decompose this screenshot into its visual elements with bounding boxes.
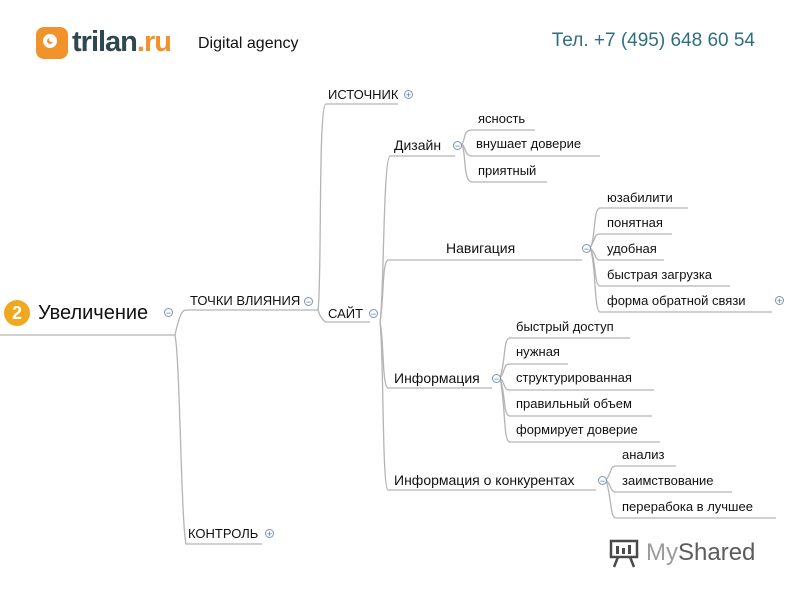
- expand-toggle-icon[interactable]: +: [404, 90, 413, 100]
- leaf-information[interactable]: правильный объем: [516, 396, 632, 411]
- node-design[interactable]: Дизайн: [394, 137, 442, 153]
- node-site[interactable]: САЙТ: [328, 306, 364, 321]
- logo-text: trilan.ru: [72, 26, 172, 59]
- leaf-navigation[interactable]: удобная: [607, 241, 657, 256]
- collapse-toggle-icon[interactable]: −: [304, 297, 313, 307]
- root-node[interactable]: Увеличение: [38, 302, 149, 324]
- collapse-toggle-icon[interactable]: −: [369, 309, 378, 319]
- collapse-toggle-icon[interactable]: −: [453, 141, 462, 151]
- leaf-navigation[interactable]: форма обратной связи: [607, 293, 746, 308]
- leaf-navigation[interactable]: быстрая загрузка: [607, 267, 713, 282]
- phone-number: Тел. +7 (495) 648 60 54: [551, 30, 755, 51]
- trilan-logo-icon: [36, 26, 68, 59]
- leaf-information[interactable]: нужная: [516, 344, 560, 359]
- leaf-information[interactable]: быстрый доступ: [516, 319, 614, 334]
- logo-name: trilan: [72, 26, 138, 58]
- presentation-board-icon: [609, 539, 639, 568]
- step-number-badge: 2: [4, 300, 30, 326]
- myshared-part2: Shared: [678, 539, 756, 566]
- leaf-navigation[interactable]: понятная: [607, 215, 663, 230]
- leaf-design[interactable]: внушает доверие: [476, 136, 582, 151]
- collapse-toggle-icon[interactable]: −: [598, 476, 607, 486]
- expand-toggle-icon[interactable]: +: [265, 529, 274, 539]
- node-touch-points[interactable]: ТОЧКИ ВЛИЯНИЯ: [190, 293, 301, 308]
- leaf-information[interactable]: формирует доверие: [516, 422, 638, 437]
- leaf-navigation[interactable]: юзабилити: [607, 190, 673, 205]
- collapse-toggle-icon[interactable]: −: [582, 244, 591, 254]
- myshared-part1: My: [646, 539, 678, 566]
- myshared-text: MyShared: [646, 539, 755, 567]
- node-information[interactable]: Информация: [394, 370, 480, 386]
- collapse-toggle-icon[interactable]: −: [492, 374, 501, 384]
- node-competitors[interactable]: Информация о конкурентах: [394, 472, 575, 488]
- leaf-competitors[interactable]: анализ: [622, 447, 665, 462]
- tagline: Digital agency: [198, 35, 299, 52]
- leaf-design[interactable]: ясность: [478, 111, 526, 126]
- leaf-competitors[interactable]: перерабока в лучшее: [622, 499, 753, 514]
- leaf-information[interactable]: структурированная: [516, 370, 632, 385]
- leaf-design[interactable]: приятный: [478, 163, 537, 178]
- node-control[interactable]: КОНТРОЛЬ: [188, 526, 259, 541]
- node-navigation[interactable]: Навигация: [446, 240, 516, 256]
- node-source[interactable]: ИСТОЧНИК: [328, 87, 399, 102]
- expand-toggle-icon[interactable]: +: [775, 296, 784, 306]
- myshared-watermark: MyShared: [608, 537, 755, 569]
- leaf-competitors[interactable]: заимствование: [622, 473, 714, 488]
- trilan-logo[interactable]: trilan.ru: [36, 26, 172, 59]
- logo-tld: .ru: [136, 26, 172, 58]
- collapse-toggle-icon[interactable]: −: [164, 308, 173, 318]
